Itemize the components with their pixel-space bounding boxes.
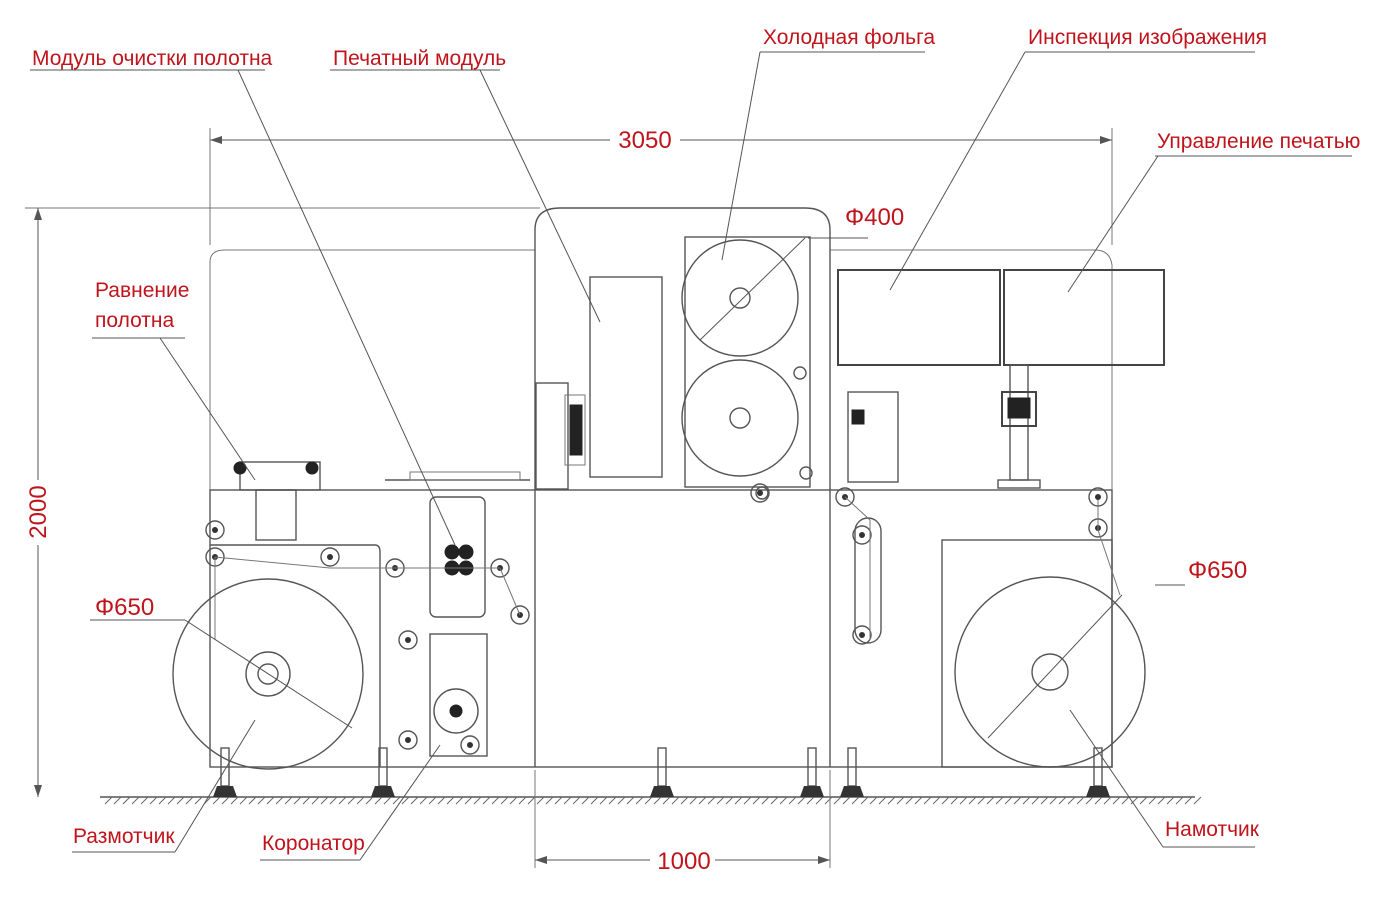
guide-roller: [398, 730, 418, 750]
inspection-monitors: [837, 269, 1165, 483]
print-module-unit: [385, 276, 663, 490]
dim-foil-diameter: Φ400: [845, 204, 904, 231]
label-web-guide-line1: Равнение: [95, 279, 189, 302]
label-image-inspection: Инспекция изображения: [1028, 26, 1267, 49]
leveling-foot: [1086, 747, 1110, 797]
guide-roller: [835, 487, 855, 507]
dim-total-length: 3050: [618, 127, 671, 154]
label-unwinder: Размотчик: [73, 825, 175, 848]
label-web-guide-line2: полотна: [95, 309, 175, 332]
unwind-reel: [172, 578, 364, 770]
cleaning-module-unit: [429, 496, 486, 618]
leveling-foot: [800, 747, 824, 797]
guide-roller: [852, 525, 872, 545]
web-path: [214, 496, 1121, 640]
leveling-foot: [650, 747, 674, 797]
leveling-foot: [213, 747, 237, 797]
rewinder-dancer: [854, 517, 882, 644]
label-corona: Коронатор: [262, 832, 365, 855]
leveling-feet: [213, 747, 1110, 797]
machine-frame: [209, 207, 1113, 768]
label-cleaning-module: Модуль очистки полотна: [32, 47, 273, 70]
guide-roller: [460, 735, 480, 755]
guide-roller: [320, 547, 340, 567]
dim-unwind-diameter: Φ650: [95, 594, 154, 621]
floor-line: [100, 796, 1202, 805]
dim-rewind-diameter: Φ650: [1188, 557, 1247, 584]
label-leaders: [30, 51, 1352, 861]
web-guide-unit: [233, 461, 321, 541]
guide-roller: [852, 625, 872, 645]
control-panel-stand: [997, 364, 1041, 489]
leveling-foot: [371, 747, 395, 797]
guide-roller: [205, 520, 225, 540]
rewind-reel: [954, 576, 1146, 768]
cold-foil-unit: [681, 236, 813, 500]
dim-height: 2000: [25, 485, 52, 538]
guide-roller: [510, 605, 530, 625]
dimension-labels: 3050 2000 Φ400 Φ650 Φ650 1000: [25, 127, 1247, 875]
dim-module-width: 1000: [657, 848, 710, 875]
guide-roller: [398, 630, 418, 650]
corona-unit: [429, 633, 488, 757]
label-print-module: Печатный модуль: [333, 47, 506, 70]
leveling-foot: [840, 747, 864, 797]
label-print-control: Управление печатью: [1157, 130, 1360, 153]
label-cold-foil: Холодная фольга: [763, 26, 935, 49]
guide-roller: [750, 483, 770, 503]
component-labels: Модуль очистки полотна Печатный модуль Х…: [32, 26, 1360, 855]
dimension-lines: [25, 128, 1113, 868]
label-rewinder: Намотчик: [1165, 818, 1260, 841]
